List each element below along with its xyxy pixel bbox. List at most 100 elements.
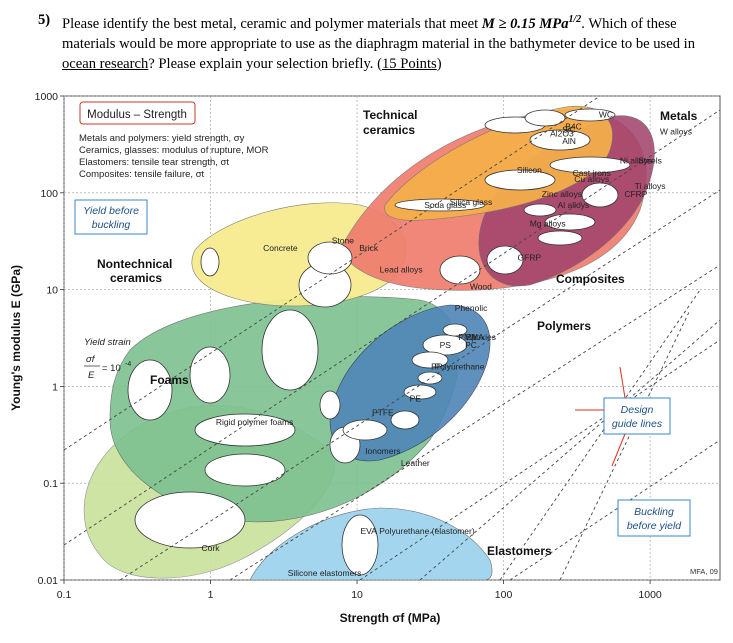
bubble-ionomers — [319, 390, 341, 420]
yield-strain-frac-num: σf — [86, 354, 96, 365]
bubble-polymer-2 — [411, 351, 449, 369]
yield-strain-frac-den: E — [88, 370, 95, 381]
label-elastomers: Elastomers — [487, 544, 552, 558]
label-technical-ceramics-1: Technical — [363, 108, 417, 122]
material-label-1: B4C — [565, 122, 582, 132]
x-tick-label-4: 1000 — [638, 589, 662, 601]
material-label-33: PTFE — [372, 408, 394, 418]
question-points: 15 Points — [381, 55, 437, 72]
yield-before-buckling-box: Yield before buckling — [74, 199, 148, 235]
question-part1: Please identify the best metal, ceramic … — [62, 15, 479, 32]
design-guide-label-2: guide lines — [612, 418, 663, 430]
material-label-11: Concrete — [263, 243, 298, 253]
chart-title: Modulus – Strength — [87, 109, 187, 121]
material-label-31: PP — [431, 361, 443, 371]
label-composites: Composites — [556, 272, 625, 286]
y-tick-label-5: 1000 — [35, 91, 59, 103]
material-label-37: EVA — [360, 526, 377, 536]
label-technical-ceramics-2: ceramics — [363, 123, 415, 137]
material-label-15: Cu alloys — [574, 174, 609, 184]
question-formula-exponent: 1/2 — [568, 14, 582, 25]
guide-sigma-e — [419, 319, 720, 580]
material-label-21: Mg alloys — [530, 218, 566, 228]
material-label-17: CFRP — [624, 189, 647, 199]
material-label-14: Steels — [638, 156, 662, 166]
material-bubbles — [127, 108, 631, 576]
material-label-16: Ti alloys — [635, 181, 666, 191]
bubble-foam-4 — [189, 346, 231, 404]
y-tick-label-2: 1 — [52, 381, 58, 393]
strain-line-3 — [119, 189, 720, 580]
material-label-40: Cork — [202, 543, 221, 553]
bubble-al — [544, 213, 596, 231]
material-label-38: Polyurethane (elastomer) — [379, 526, 475, 536]
bubble-ti — [581, 182, 619, 208]
design-guide-box: Design guide lines — [575, 366, 671, 467]
bubble-foam-5 — [261, 309, 319, 391]
y-tick-label-0: 0.01 — [38, 575, 59, 587]
yield-strain-annotation: Yield strain σf E = 10 -4 — [84, 337, 131, 381]
material-label-6: Silica glass — [450, 197, 493, 207]
bubble-rigid-foam-1 — [194, 413, 296, 447]
legend-line-4: Composites: tensile failure, σt — [79, 169, 205, 180]
bubble-mg — [537, 230, 583, 246]
x-tick-label-3: 100 — [495, 589, 513, 601]
material-label-19: Zinc alloys — [542, 189, 582, 199]
question-part3: ? Please explain your selection briefly.… — [148, 55, 382, 72]
yield-before-label-2: buckling — [92, 219, 131, 231]
bubble-brick — [307, 241, 353, 275]
material-label-18: Cast irons — [573, 168, 611, 178]
material-label-24: Phenolic — [455, 303, 488, 313]
guide-sigma2-e — [559, 309, 691, 580]
bubble-silicon — [484, 169, 556, 191]
bubble-aln — [529, 129, 591, 151]
question-text: 5) Please identify the best metal, ceram… — [38, 10, 718, 74]
bubble-ps — [417, 371, 443, 385]
material-label-25: PA — [466, 332, 477, 342]
bubble-polymer-1 — [422, 334, 468, 356]
material-label-10: Stone — [332, 235, 354, 245]
x-tick-label-2: 10 — [351, 589, 363, 601]
bubble-concrete — [200, 247, 220, 277]
material-label-22: GFRP — [518, 252, 542, 262]
legend-line-3: Elastomers: tensile tear strength, σt — [79, 157, 229, 168]
material-label-23: Wood — [470, 282, 492, 292]
bubble-cork — [134, 491, 246, 549]
material-label-34: Ionomers — [365, 446, 400, 456]
label-metals: Metals — [660, 109, 698, 123]
material-label-20: Al alloys — [558, 200, 590, 210]
label-nontech-1: Nontechnical — [97, 257, 172, 271]
bubble-rigid-foam-2 — [204, 453, 286, 487]
legend-line-1: Metals and polymers: yield strength, σy — [79, 133, 245, 144]
x-axis-title: Strength σf (MPa) — [340, 611, 441, 625]
material-label-0: WC — [599, 109, 613, 119]
yield-before-label-1: Yield before — [83, 205, 139, 217]
legend-box: Metals and polymers: yield strength, σy … — [79, 133, 269, 180]
yield-strain-label: Yield strain — [84, 337, 131, 348]
material-label-3: Al2O3 — [550, 129, 574, 139]
material-label-13: Ni alloys — [620, 156, 652, 166]
question-part2: . Which of these materials would be more… — [62, 15, 695, 52]
question-number: 5) — [38, 12, 51, 28]
bubble-pp — [403, 384, 437, 400]
bubble-polymer-3 — [442, 323, 468, 337]
material-label-9: Brick — [359, 243, 379, 253]
material-label-29: Polyurethane — [434, 361, 484, 371]
bubble-silicone — [341, 514, 379, 576]
y-tick-label-4: 100 — [40, 188, 58, 200]
label-foams: Foams — [150, 373, 189, 387]
bubble-wc — [564, 108, 616, 122]
y-tick-label-1: 0.1 — [43, 478, 58, 490]
label-nontech-2: ceramics — [110, 271, 162, 285]
material-label-5: Silicon — [517, 165, 542, 175]
strain-line-2 — [64, 109, 720, 546]
guide-sigma32-e — [499, 289, 701, 580]
strain-line-4 — [229, 264, 720, 580]
bubble-foam-3 — [127, 359, 173, 421]
material-label-39: Rigid polymer foams — [216, 417, 293, 427]
material-label-36: Silicone elastomers — [288, 568, 362, 578]
material-label-28: PC — [465, 340, 477, 350]
material-label-35: Leather — [401, 458, 430, 468]
y-axis-title: Young's modulus E (GPa) — [9, 265, 23, 411]
